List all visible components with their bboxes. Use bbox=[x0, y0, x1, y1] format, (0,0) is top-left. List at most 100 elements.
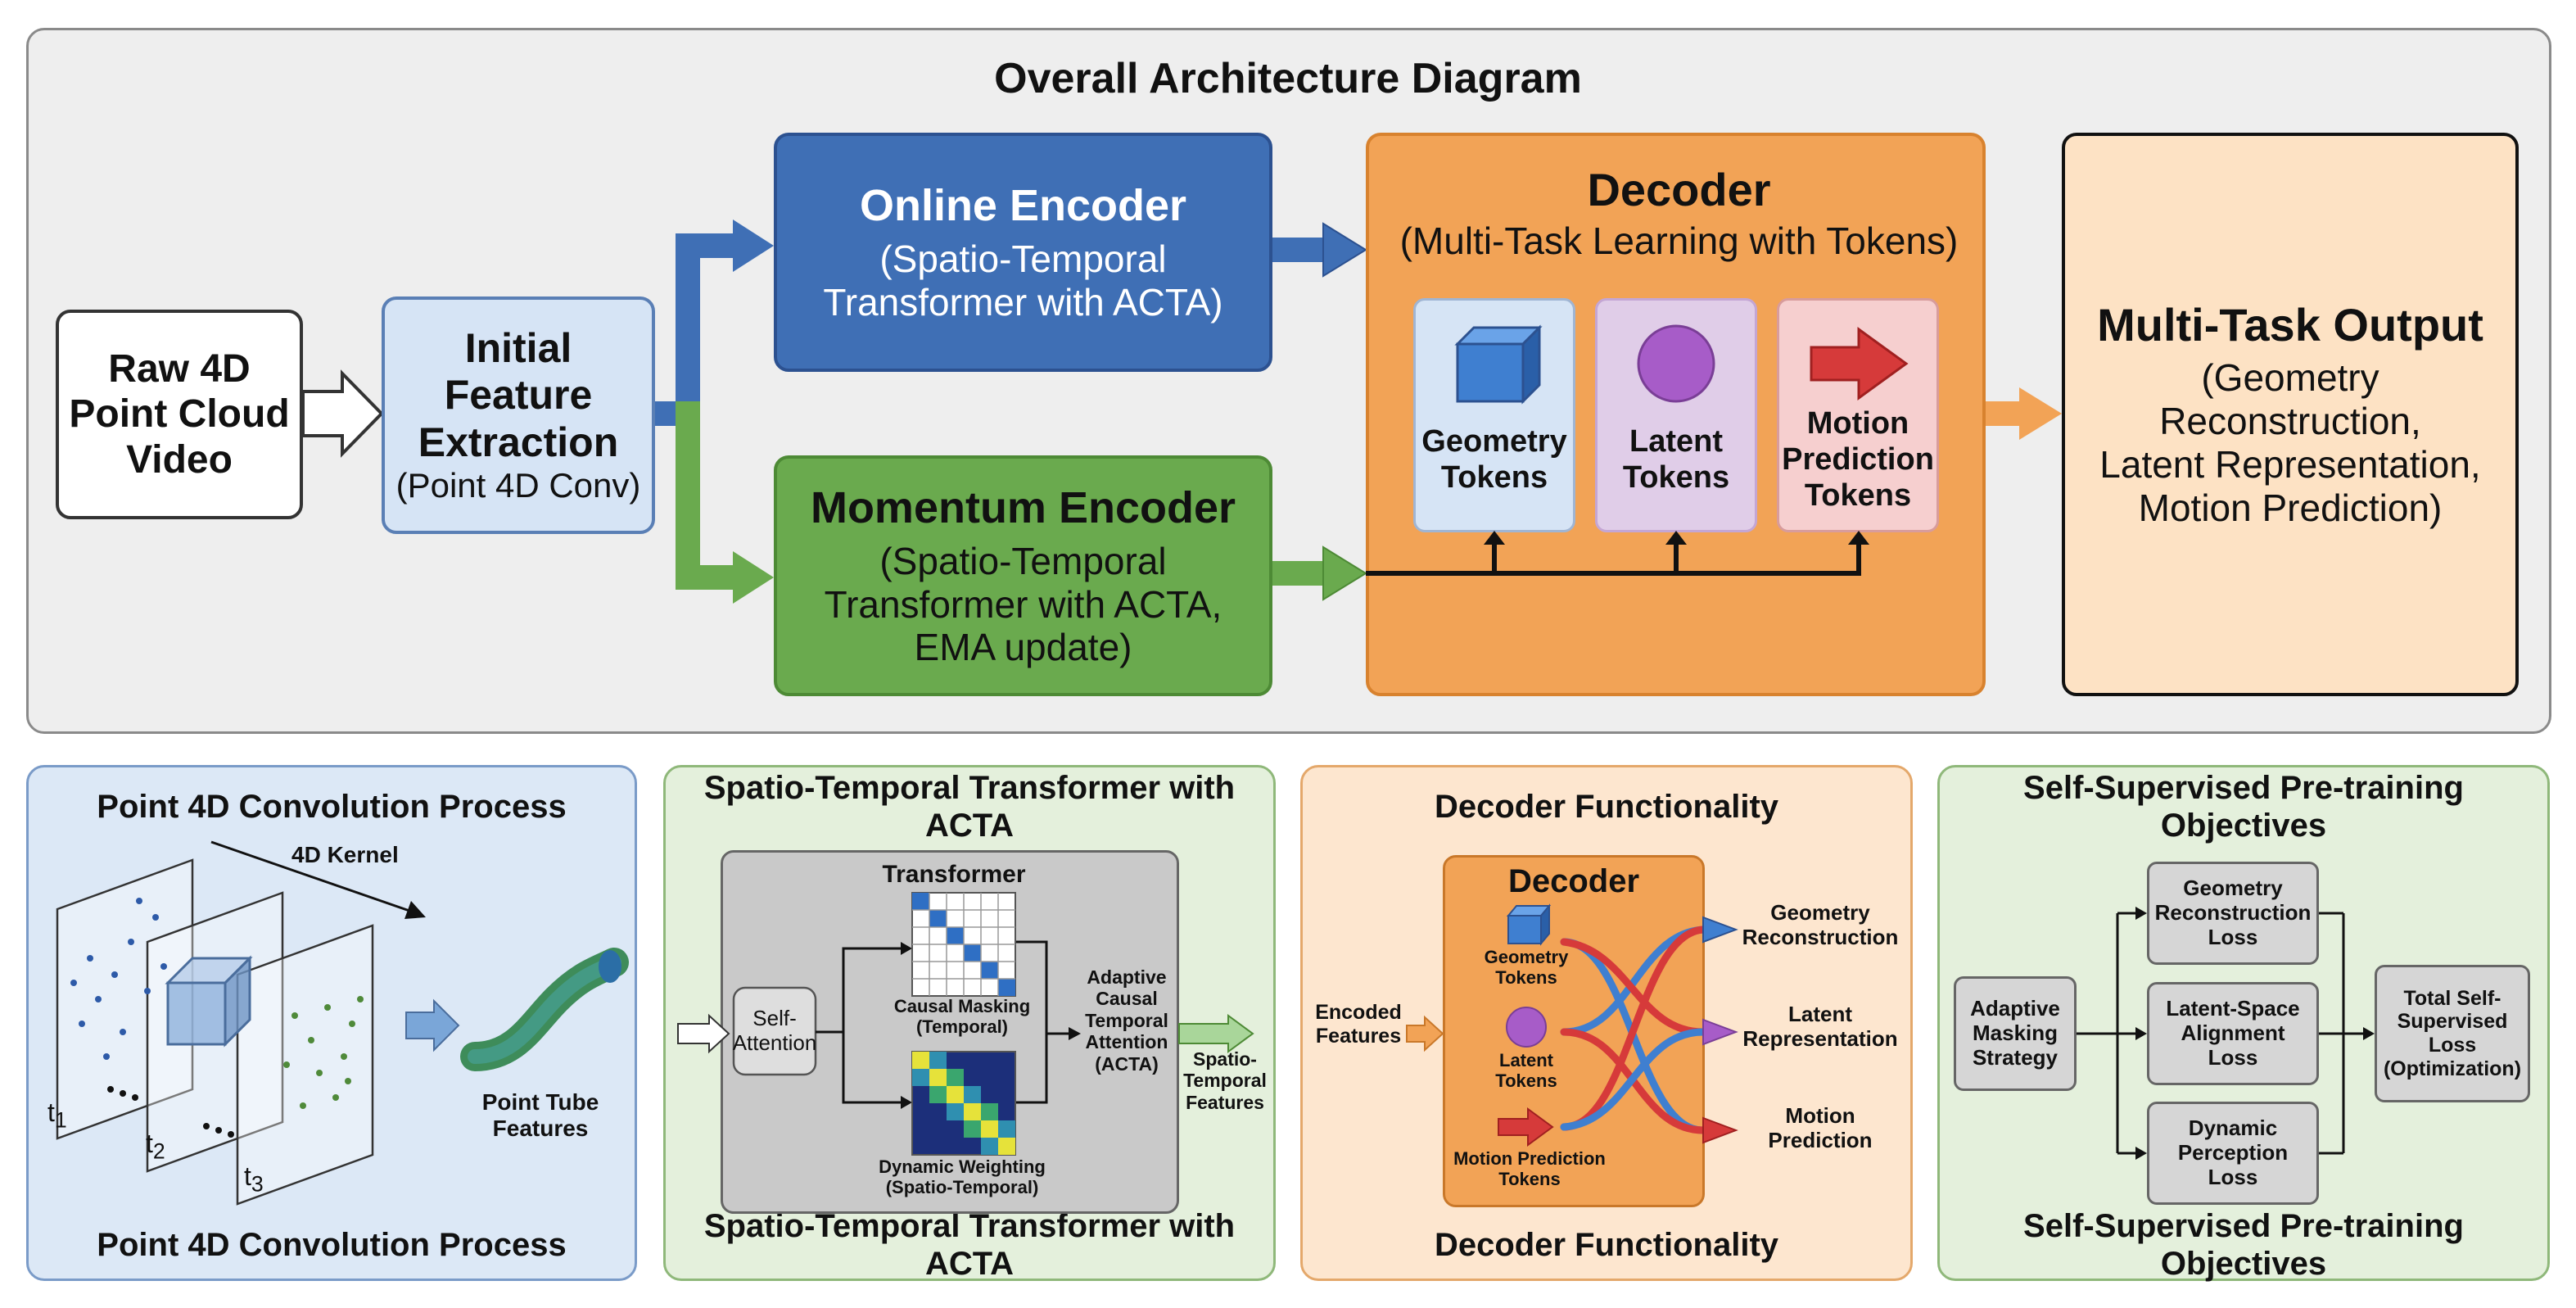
motion-tokens-line1: Motion bbox=[1806, 406, 1909, 441]
st-features-label: Spatio- Temporal Features bbox=[1176, 1048, 1274, 1113]
mini-red-arrow-icon bbox=[1498, 1107, 1554, 1147]
acta-line5: (ACTA) bbox=[1095, 1052, 1159, 1075]
acta-line4: Attention bbox=[1085, 1031, 1168, 1053]
decoder-func-footer: Decoder Functionality bbox=[1434, 1227, 1779, 1263]
circle-icon bbox=[1637, 324, 1715, 403]
geometry-tokens-card: Geometry Tokens bbox=[1413, 298, 1575, 532]
encoded-line2: Features bbox=[1315, 1024, 1402, 1048]
total-loss-box: Total Self- Supervised Loss (Optimizatio… bbox=[2375, 965, 2530, 1102]
raw-input-box: Raw 4D Point Cloud Video bbox=[56, 310, 303, 519]
time-s2: 2 bbox=[152, 1138, 165, 1164]
dyn-loss-line3: Loss bbox=[2208, 1164, 2258, 1189]
acta-label: Adaptive Causal Temporal Attention (ACTA… bbox=[1074, 966, 1179, 1075]
feature-extraction-box: Initial Feature Extraction (Point 4D Con… bbox=[382, 296, 655, 534]
adaptive-masking-box: Adaptive Masking Strategy bbox=[1954, 976, 2077, 1091]
time-s1: 1 bbox=[54, 1107, 67, 1133]
acta-line2: Causal bbox=[1096, 988, 1158, 1010]
st-out-line2: Temporal bbox=[1183, 1070, 1267, 1092]
output-title: Multi-Task Output bbox=[2097, 299, 2483, 351]
mini-cube-icon bbox=[1506, 903, 1552, 946]
point4d-title: Point 4D Convolution Process bbox=[97, 789, 567, 825]
online-encoder-title: Online Encoder bbox=[859, 181, 1187, 231]
dyn-line1: Dynamic Weighting bbox=[879, 1156, 1046, 1177]
causal-mask-grid bbox=[911, 892, 1016, 997]
mini-lat-line2: Tokens bbox=[1495, 1070, 1557, 1092]
out-mot-line2: Prediction bbox=[1768, 1127, 1873, 1152]
st-out-line3: Features bbox=[1186, 1091, 1264, 1113]
feature-line3: Extraction bbox=[418, 419, 619, 465]
cube-icon bbox=[1454, 324, 1543, 405]
point-tube-line1: Point Tube bbox=[481, 1089, 599, 1115]
raw-input-line3: Video bbox=[126, 437, 233, 482]
mini-circle-icon bbox=[1506, 1007, 1547, 1048]
out-mot-line1: Motion bbox=[1785, 1103, 1855, 1128]
causal-mask-label: Causal Masking (Temporal) bbox=[876, 996, 1048, 1038]
adaptive-line3: Strategy bbox=[1972, 1044, 2059, 1070]
geometry-tokens-line1: Geometry bbox=[1421, 424, 1567, 459]
momentum-encoder-line1: (Spatio-Temporal bbox=[879, 539, 1167, 582]
raw-input-line1: Raw 4D bbox=[108, 347, 251, 391]
momentum-encoder-title: Momentum Encoder bbox=[810, 482, 1236, 532]
time-label-1: t1 bbox=[47, 1098, 67, 1133]
total-line1: Total Self- bbox=[2403, 986, 2501, 1010]
multitask-output-box: Multi-Task Output (Geometry Reconstructi… bbox=[2062, 133, 2519, 696]
lat-loss-line1: Latent-Space bbox=[2166, 996, 2300, 1021]
online-encoder-line2: Transformer with ACTA) bbox=[823, 281, 1223, 324]
red-arrow-icon bbox=[1810, 327, 1909, 401]
dyn-loss-line1: Dynamic bbox=[2188, 1116, 2278, 1141]
out-geometry-label: Geometry Reconstruction bbox=[1736, 900, 1905, 950]
lat-loss-line2: Alignment bbox=[2181, 1021, 2285, 1046]
self-attention-line2: Attention bbox=[732, 1030, 817, 1055]
latent-tokens-line2: Tokens bbox=[1622, 460, 1730, 495]
mini-mot-line2: Tokens bbox=[1498, 1169, 1561, 1190]
adaptive-line1: Adaptive bbox=[1970, 996, 2060, 1021]
geo-loss-line1: Geometry bbox=[2183, 876, 2283, 901]
out-geo-line1: Geometry bbox=[1770, 900, 1870, 925]
feature-line4: (Point 4D Conv) bbox=[395, 466, 641, 505]
time-t3: t bbox=[244, 1161, 251, 1191]
encoded-features-label: Encoded Features bbox=[1307, 1001, 1410, 1048]
adaptive-line2: Masking bbox=[1972, 1021, 2059, 1046]
output-line3: Latent Representation, bbox=[2099, 443, 2481, 487]
latent-tokens-line1: Latent bbox=[1629, 424, 1723, 459]
mini-latent-label: Latent Tokens bbox=[1467, 1050, 1585, 1092]
geo-loss-line2: Reconstruction bbox=[2154, 900, 2312, 926]
point4d-footer: Point 4D Convolution Process bbox=[97, 1227, 567, 1263]
out-lat-line1: Latent bbox=[1788, 1002, 1852, 1026]
mini-motion-label: Motion Prediction Tokens bbox=[1443, 1148, 1616, 1190]
point-tube-label: Point Tube Features bbox=[459, 1089, 622, 1142]
kernel-label: 4D Kernel bbox=[291, 842, 399, 867]
acta-line3: Temporal bbox=[1085, 1009, 1168, 1031]
decoder-subtitle: (Multi-Task Learning with Tokens) bbox=[1399, 220, 1959, 262]
geo-loss-line3: Loss bbox=[2208, 924, 2258, 949]
dyn-line2: (Spatio-Temporal) bbox=[885, 1177, 1039, 1198]
mini-lat-line1: Latent bbox=[1499, 1050, 1553, 1070]
mini-geo-line1: Geometry bbox=[1484, 947, 1569, 967]
momentum-encoder-line3: EMA update) bbox=[914, 626, 1132, 669]
transformer-label: Transformer bbox=[882, 860, 1026, 888]
time-s3: 3 bbox=[251, 1171, 264, 1197]
diagram-title: Overall Architecture Diagram bbox=[994, 55, 1582, 103]
time-label-3: t3 bbox=[244, 1161, 264, 1197]
acta-line1: Adaptive bbox=[1087, 966, 1167, 988]
dynamic-loss-box: Dynamic Perception Loss bbox=[2147, 1102, 2319, 1205]
motion-tokens-line3: Tokens bbox=[1804, 477, 1912, 513]
online-encoder-box: Online Encoder (Spatio-Temporal Transfor… bbox=[774, 133, 1272, 372]
causal-line1: Causal Masking bbox=[893, 996, 1031, 1016]
lat-loss-line3: Loss bbox=[2208, 1044, 2258, 1070]
geometry-loss-box: Geometry Reconstruction Loss bbox=[2147, 862, 2319, 965]
st-out-line1: Spatio- bbox=[1193, 1048, 1257, 1070]
encoded-line1: Encoded bbox=[1315, 1001, 1402, 1024]
momentum-encoder-line2: Transformer with ACTA, bbox=[824, 582, 1222, 626]
decoder-func-title: Decoder Functionality bbox=[1434, 789, 1779, 825]
out-motion-label: Motion Prediction bbox=[1736, 1103, 1905, 1153]
mini-decoder-label: Decoder bbox=[1507, 863, 1640, 899]
out-geo-line2: Reconstruction bbox=[1742, 924, 1899, 949]
online-encoder-line1: (Spatio-Temporal bbox=[879, 238, 1167, 281]
out-lat-line2: Representation bbox=[1742, 1025, 1898, 1051]
